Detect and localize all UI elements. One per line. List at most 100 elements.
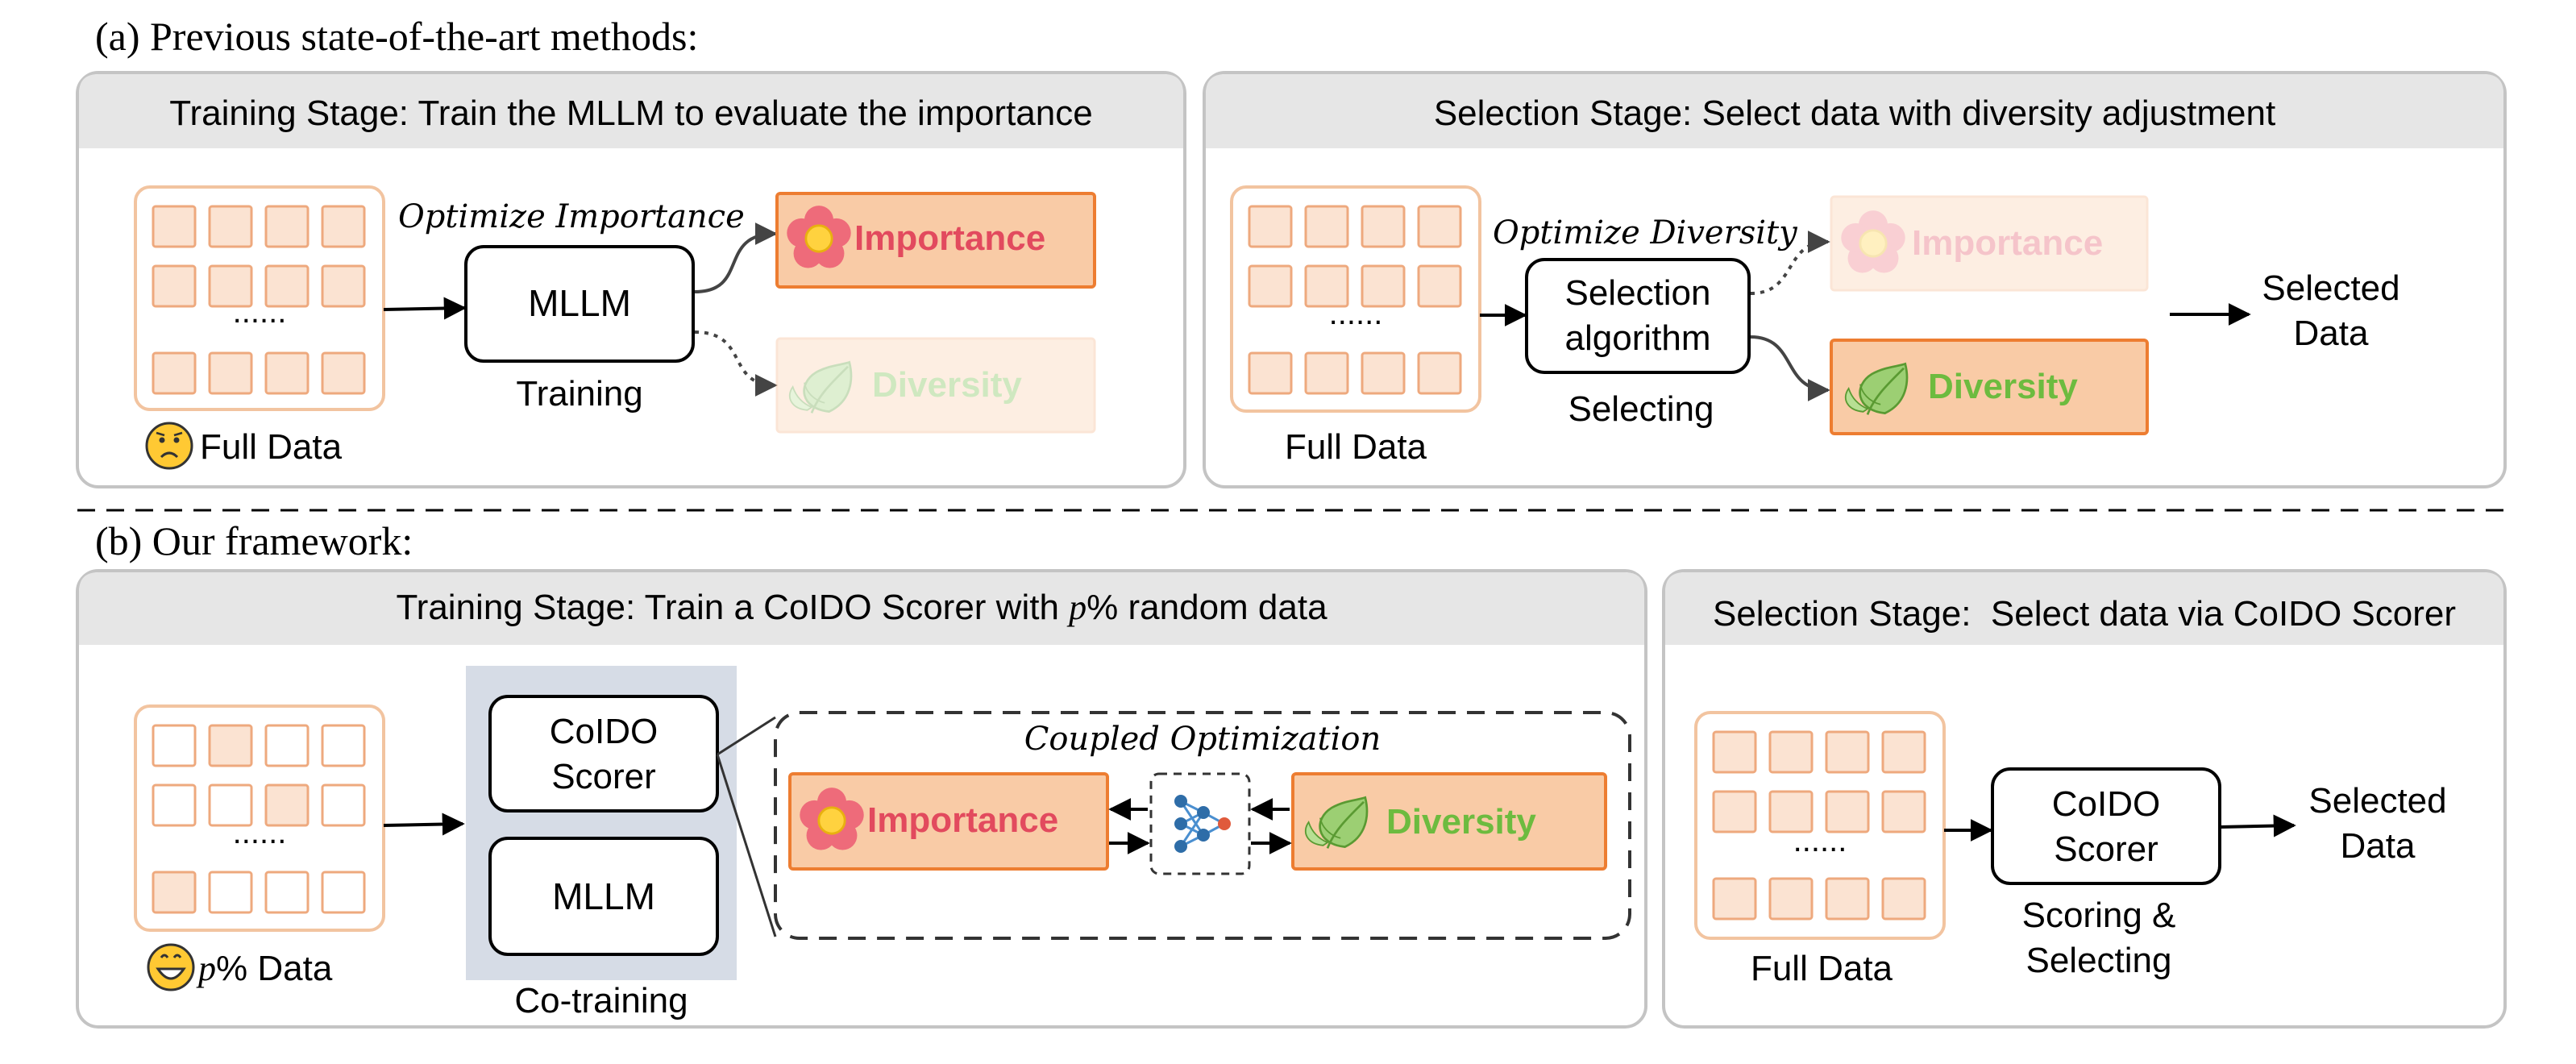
- data-cell: [1881, 877, 1926, 921]
- importance-box-faded: Importance: [1830, 195, 2149, 292]
- network-box: [1149, 772, 1251, 875]
- sad-face-icon: [145, 422, 193, 470]
- data-cell: [321, 724, 366, 767]
- smile-face-icon: [147, 943, 195, 991]
- selected-data-line2: Data: [2294, 314, 2369, 353]
- arrow-algorithm-to-importance: [1750, 231, 1830, 295]
- data-cell: [208, 783, 253, 827]
- section-a-label: (a) Previous state-of-the-art methods:: [95, 14, 698, 59]
- data-cell: [208, 724, 253, 767]
- importance-label: Importance: [854, 218, 1045, 258]
- diversity-label: Diversity: [1928, 367, 2078, 406]
- data-cell: [152, 351, 197, 395]
- diversity-box-faded: Diversity: [775, 337, 1096, 434]
- coupled-optimization-label: Coupled Optimization: [1024, 721, 1381, 758]
- section-b-training-title: Training Stage: Train a CoIDO Scorer wit…: [396, 588, 1327, 627]
- section-a-selection-title: Selection Stage: Select data with divers…: [1434, 94, 2275, 133]
- data-cell: [321, 205, 366, 248]
- selecting-caption: Selecting: [1568, 389, 1714, 429]
- data-cell: [1248, 205, 1293, 248]
- data-cell: [321, 264, 366, 308]
- selection-algorithm-line2: algorithm: [1565, 318, 1711, 358]
- data-cell: [1304, 205, 1349, 248]
- neural-network-icon: [1174, 795, 1231, 853]
- data-grid: ......: [1694, 711, 1946, 940]
- selected-data-line2: Data: [2341, 826, 2416, 866]
- zoom-line-bottom: [716, 754, 777, 937]
- data-cell: [152, 264, 197, 308]
- importance-box: Importance: [775, 192, 1096, 289]
- full-data-label: Full Data: [1285, 427, 1427, 467]
- arrow-data-to-cotraining: [383, 813, 465, 836]
- data-cell: [264, 351, 310, 395]
- data-cell: [1417, 264, 1462, 308]
- section-b-selection-panel: Selection Stage: Select data via CoIDO S…: [1662, 569, 2507, 1029]
- data-cell: [264, 205, 310, 248]
- section-a-training-panel: Training Stage: Train the MLLM to evalua…: [76, 71, 1186, 488]
- data-cell: [1768, 877, 1814, 921]
- data-cell: [1825, 730, 1870, 774]
- data-cell: [264, 724, 310, 767]
- selected-data-line1: Selected: [2308, 781, 2446, 821]
- importance-label: Importance: [867, 800, 1058, 840]
- data-cell: [1712, 790, 1757, 833]
- mllm-box: [488, 837, 719, 956]
- arrow-mllm-to-diversity: [694, 330, 778, 397]
- optimize-diversity-label: Optimize Diversity: [1493, 214, 1798, 251]
- data-cell: [1248, 264, 1293, 308]
- data-cell: [1361, 351, 1406, 395]
- scoring-caption-line1: Scoring &: [2022, 896, 2176, 935]
- arrow-to-selected-data: [2219, 814, 2296, 837]
- data-cell: [208, 264, 253, 308]
- selected-data-line1: Selected: [2262, 268, 2399, 308]
- data-grid: ......: [134, 704, 385, 932]
- data-grid: ......: [134, 185, 385, 411]
- arrow-data-to-mllm: [383, 297, 467, 320]
- coido-scorer-line2: Scorer: [2054, 829, 2158, 869]
- zoom-line-top: [717, 716, 776, 756]
- data-cell: [321, 351, 366, 395]
- p-data-label: p% Data: [196, 949, 333, 988]
- data-cell: [1304, 351, 1349, 395]
- data-cell: [1881, 730, 1926, 774]
- data-grid-dots: ......: [1329, 296, 1383, 331]
- data-grid-dots: ......: [233, 815, 287, 850]
- section-b-selection-title: Selection Stage: Select data via CoIDO S…: [1713, 594, 2456, 634]
- mllm-label: MLLM: [528, 282, 631, 324]
- data-cell: [1881, 790, 1926, 833]
- data-cell: [264, 871, 310, 914]
- importance-label: Importance: [1912, 223, 2103, 263]
- data-cell: [152, 783, 197, 827]
- data-cell: [152, 724, 197, 767]
- data-cell: [1768, 790, 1814, 833]
- data-cell: [1417, 351, 1462, 395]
- data-grid-dots: ......: [1793, 823, 1847, 858]
- diversity-box: Diversity: [1830, 339, 2149, 435]
- coupled-optimization-region: [774, 711, 1631, 940]
- mllm-label: MLLM: [552, 875, 655, 917]
- full-data-label: Full Data: [1751, 949, 1893, 988]
- mllm-box: [464, 245, 695, 363]
- data-cell: [1361, 205, 1406, 248]
- arrow-algorithm-to-diversity: [1750, 335, 1830, 401]
- data-cell: [1361, 264, 1406, 308]
- section-a-selection-panel: Selection Stage: Select data with divers…: [1203, 71, 2507, 488]
- selection-algorithm-line1: Selection: [1564, 273, 1710, 313]
- training-caption: Training: [516, 374, 642, 414]
- data-cell: [1712, 730, 1757, 774]
- data-cell: [208, 351, 253, 395]
- cotraining-caption: Co-training: [514, 981, 688, 1020]
- data-cell: [1417, 205, 1462, 248]
- data-cell: [1768, 730, 1814, 774]
- diversity-label: Diversity: [872, 365, 1022, 405]
- scoring-caption-line2: Selecting: [2025, 941, 2171, 980]
- importance-box: Importance: [788, 772, 1109, 871]
- section-b-training-panel: Training Stage: Train a CoIDO Scorer wit…: [76, 569, 1647, 1029]
- coido-scorer-line2: Scorer: [551, 757, 656, 796]
- data-grid: ......: [1230, 185, 1481, 413]
- data-cell: [321, 871, 366, 914]
- data-grid-dots: ......: [233, 294, 287, 330]
- coido-scorer-line1: CoIDO: [2052, 784, 2160, 824]
- diversity-label: Diversity: [1386, 802, 1536, 842]
